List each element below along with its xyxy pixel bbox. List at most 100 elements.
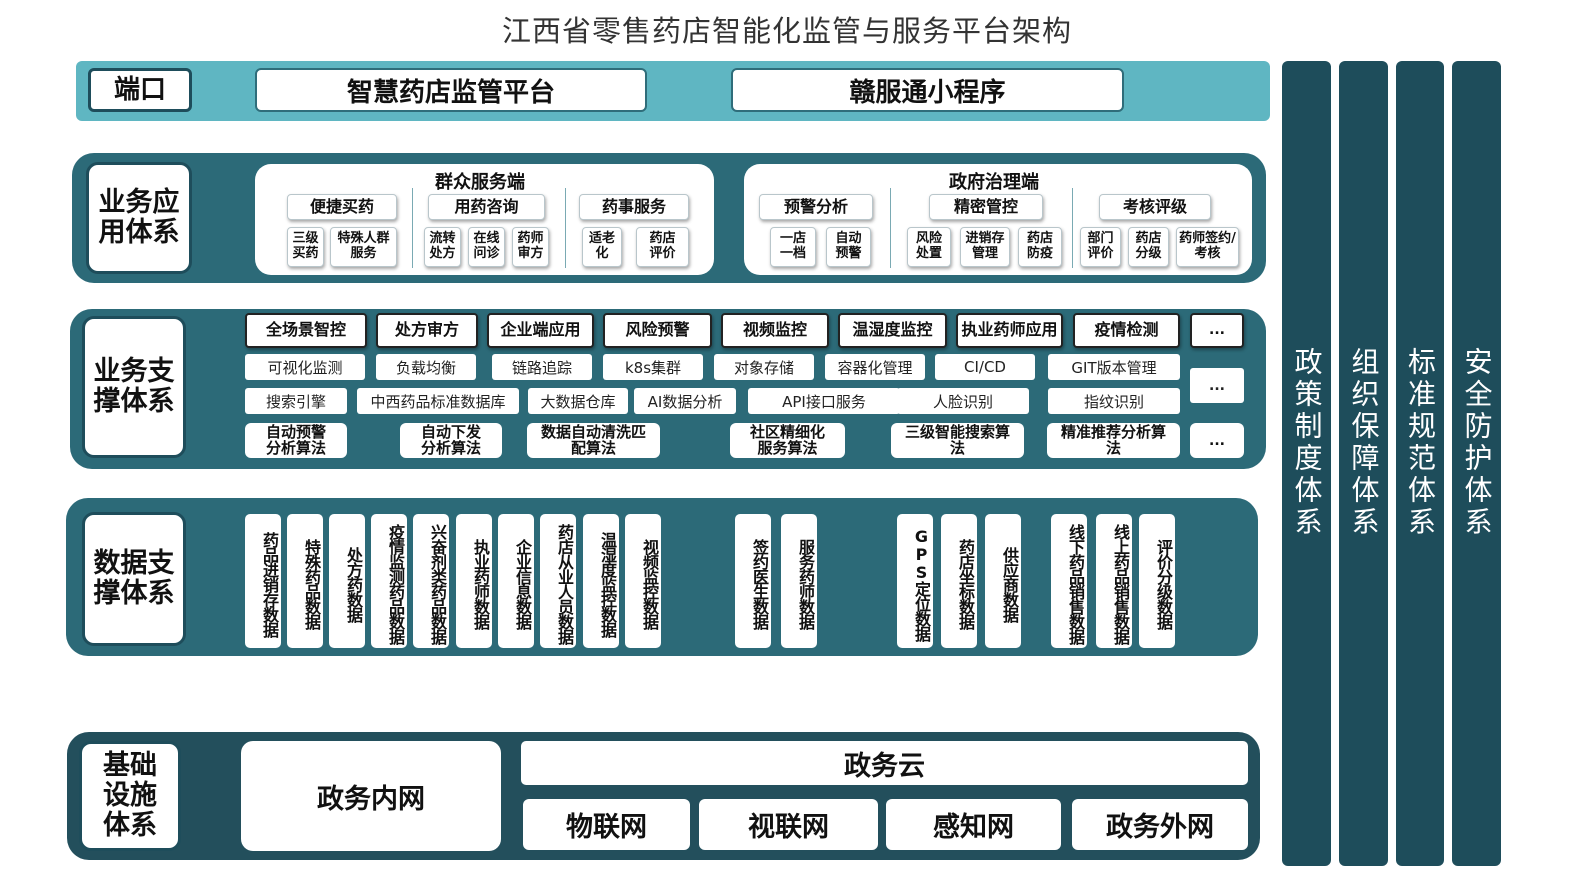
- item-inventory-mgmt-text: 进销存管理: [965, 231, 1005, 261]
- group-pharmacy-service[interactable]: 药事服务: [579, 194, 689, 220]
- data-col-stimulant-drug[interactable]: 兴奋剂类药品数据: [413, 514, 449, 648]
- data-col-staff[interactable]: 药店从业人员数据: [540, 514, 576, 648]
- group-medication-consult[interactable]: 用药咨询: [428, 194, 545, 220]
- data-col-service-pharmacist[interactable]: 服务药师数据: [781, 514, 817, 648]
- support-epidemic-detect[interactable]: 疫情检测: [1073, 313, 1180, 348]
- support-k8s[interactable]: k8s集群: [603, 354, 703, 380]
- support-fingerprint[interactable]: 指纹识别: [1048, 388, 1180, 414]
- public-separator-1: [412, 188, 413, 268]
- data-col-online-sales[interactable]: 线上药品销售数据: [1096, 514, 1132, 648]
- item-one-store-one-file-text: 一店一档: [779, 231, 806, 261]
- support-full-scene-control[interactable]: 全场景智控: [245, 313, 367, 348]
- data-col-special-drug[interactable]: 特殊药品数据: [287, 514, 323, 648]
- support-risk-warning[interactable]: 风险预警: [603, 313, 712, 348]
- item-online-consult-text: 在线问诊: [473, 231, 500, 261]
- infra-intranet[interactable]: 政务内网: [241, 741, 501, 851]
- support-drug-standard-db[interactable]: 中西药品标准数据库: [357, 388, 519, 414]
- algo-smart-search-text: 三级智能搜索算法: [904, 422, 1010, 457]
- support-visual-monitor[interactable]: 可视化监测: [245, 354, 365, 380]
- support-face-recognition[interactable]: 人脸识别: [897, 388, 1029, 414]
- item-risk-handling[interactable]: 风险处置: [907, 227, 951, 267]
- data-col-pharmacist[interactable]: 执业药师数据: [456, 514, 492, 648]
- group-warning-analysis[interactable]: 预警分析: [759, 194, 873, 220]
- infra-extranet[interactable]: 政务外网: [1072, 799, 1248, 850]
- algo-data-cleaning[interactable]: 数据自动清洗匹配算法: [527, 423, 660, 458]
- data-col-rating[interactable]: 评价分级数据: [1139, 514, 1175, 648]
- data-col-video[interactable]: 视频监控数据: [625, 514, 661, 648]
- item-circulation-rx[interactable]: 流转处方: [424, 227, 461, 267]
- item-circulation-rx-text: 流转处方: [429, 231, 456, 261]
- data-label: 数据支撑体系: [82, 512, 186, 646]
- support-api-service[interactable]: API接口服务: [748, 388, 900, 414]
- infra-gov-cloud[interactable]: 政务云: [521, 741, 1248, 785]
- side-organization-system[interactable]: 组织保障体系: [1339, 61, 1388, 866]
- group-precise-control[interactable]: 精密管控: [929, 194, 1043, 220]
- infra-video-net[interactable]: 视联网: [699, 799, 878, 850]
- support-container-mgmt[interactable]: 容器化管理: [825, 354, 925, 380]
- data-col-offline-sales[interactable]: 线下药品销售数据: [1051, 514, 1087, 648]
- item-special-groups-text: 特殊人群服务: [337, 231, 390, 261]
- support-enterprise-app[interactable]: 企业端应用: [487, 313, 594, 348]
- item-pharmacist-sign[interactable]: 药师签约/考核: [1176, 227, 1239, 267]
- algo-community-service[interactable]: 社区精细化服务算法: [730, 423, 845, 458]
- portal-item-smart-pharmacy[interactable]: 智慧药店监管平台: [255, 68, 647, 112]
- infra-iot[interactable]: 物联网: [523, 799, 690, 850]
- item-special-groups[interactable]: 特殊人群服务: [330, 227, 397, 267]
- infra-label-text: 基础设施体系: [103, 750, 157, 841]
- algo-auto-dispatch-text: 自动下发分析算法: [420, 422, 481, 457]
- item-pharmacy-grading[interactable]: 药店分级: [1128, 227, 1169, 267]
- algo-recommendation[interactable]: 精准推荐分析算法: [1047, 423, 1180, 458]
- support-trace[interactable]: 链路追踪: [492, 354, 592, 380]
- item-dept-evaluation-text: 部门评价: [1087, 231, 1114, 261]
- support-cicd[interactable]: CI/CD: [935, 354, 1035, 380]
- side-policy-system[interactable]: 政策制度体系: [1282, 61, 1331, 866]
- support-object-storage[interactable]: 对象存储: [714, 354, 814, 380]
- algo-auto-warning[interactable]: 自动预警分析算法: [245, 423, 347, 458]
- data-col-enterprise[interactable]: 企业信息数据: [498, 514, 534, 648]
- support-row2-more[interactable]: ...: [1190, 368, 1244, 403]
- algo-smart-search[interactable]: 三级智能搜索算法: [891, 423, 1024, 458]
- data-col-temp-humidity[interactable]: 温湿度监控数据: [583, 514, 619, 648]
- algo-auto-warning-text: 自动预警分析算法: [265, 422, 326, 457]
- item-online-consult[interactable]: 在线问诊: [468, 227, 505, 267]
- item-dept-evaluation[interactable]: 部门评价: [1080, 227, 1121, 267]
- data-col-inventory[interactable]: 药品进销存数据: [245, 514, 281, 648]
- side-standard-system[interactable]: 标准规范体系: [1396, 61, 1444, 866]
- item-one-store-one-file[interactable]: 一店一档: [770, 227, 816, 267]
- item-pharmacist-review-text: 药师审方: [517, 231, 544, 261]
- support-row4-more[interactable]: ...: [1190, 423, 1244, 458]
- data-col-pharmacy-coords[interactable]: 药店坐标数据: [941, 514, 977, 648]
- data-col-gps[interactable]: GPS定位数据: [897, 514, 933, 648]
- side-security-system[interactable]: 安全防护体系: [1452, 61, 1501, 866]
- item-risk-handling-text: 风险处置: [915, 231, 942, 261]
- group-assessment-rating[interactable]: 考核评级: [1099, 194, 1211, 220]
- data-col-supplier[interactable]: 供应商数据: [985, 514, 1021, 648]
- item-pharmacist-review[interactable]: 药师审方: [512, 227, 549, 267]
- gov-separator-1: [890, 188, 891, 268]
- algo-auto-dispatch[interactable]: 自动下发分析算法: [400, 423, 502, 458]
- gov-panel-title: 政府治理端: [949, 172, 1039, 193]
- data-col-rx-drug[interactable]: 处方药数据: [329, 514, 365, 648]
- support-load-balance[interactable]: 负载均衡: [376, 354, 476, 380]
- infra-label: 基础设施体系: [79, 741, 181, 851]
- support-rx-review[interactable]: 处方审方: [376, 313, 478, 348]
- item-inventory-mgmt[interactable]: 进销存管理: [960, 227, 1010, 267]
- item-pharmacy-rating[interactable]: 药店评价: [636, 227, 689, 267]
- item-pharmacy-epidemic[interactable]: 药店防疫: [1018, 227, 1062, 267]
- support-row1-more[interactable]: ...: [1190, 313, 1244, 348]
- group-convenient-buy[interactable]: 便捷买药: [287, 194, 397, 220]
- item-three-level-buy[interactable]: 三级买药: [287, 227, 324, 267]
- infra-sensing-net[interactable]: 感知网: [886, 799, 1061, 850]
- item-auto-warning[interactable]: 自动预警: [826, 227, 871, 267]
- support-big-data-warehouse[interactable]: 大数据仓库: [528, 388, 628, 414]
- data-col-contract-doctor[interactable]: 签约医生数据: [735, 514, 771, 648]
- support-temp-humidity[interactable]: 温湿度监控: [838, 313, 947, 348]
- data-col-epidemic-drug[interactable]: 疫情监测药品数据: [371, 514, 407, 648]
- support-ai-analysis[interactable]: AI数据分析: [634, 388, 736, 414]
- portal-item-ganfutong[interactable]: 赣服通小程序: [731, 68, 1124, 112]
- support-pharmacist-app[interactable]: 执业药师应用: [956, 313, 1063, 348]
- item-elder-friendly[interactable]: 适老化: [582, 227, 622, 267]
- support-video-monitor[interactable]: 视频监控: [721, 313, 829, 348]
- support-search-engine[interactable]: 搜索引擎: [245, 388, 347, 414]
- support-git[interactable]: GIT版本管理: [1048, 354, 1180, 380]
